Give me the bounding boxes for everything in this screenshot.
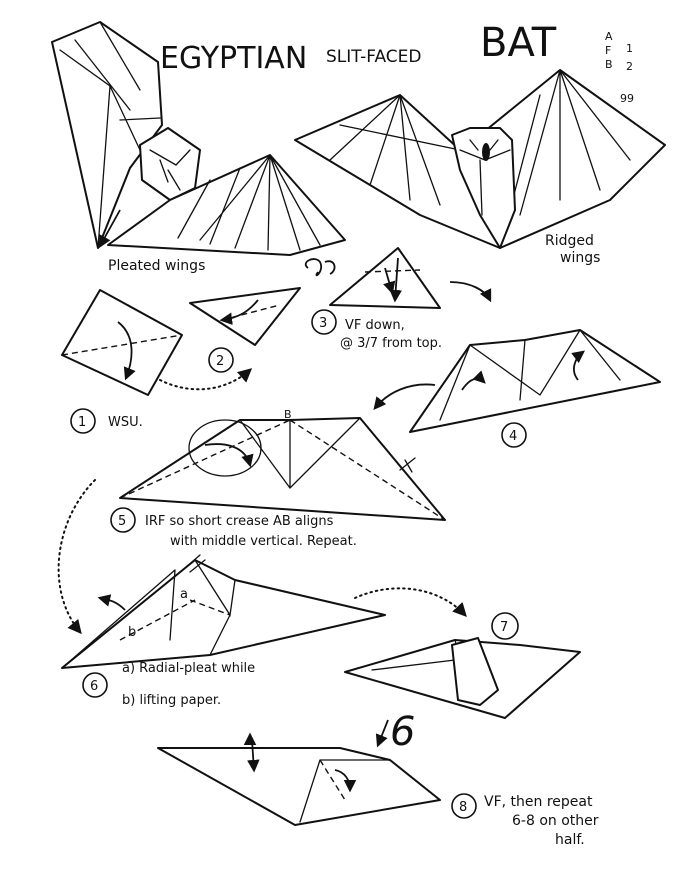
- bat-nose-mark: [482, 143, 490, 161]
- title-word-slit-faced: SLIT-FACED: [326, 47, 421, 67]
- transition-arrow-5-6: [59, 480, 95, 632]
- step-8-diagram: 8 VF, then repeat 6-8 on other half.: [158, 735, 599, 848]
- step-8-line2: 6-8 on other: [512, 813, 599, 829]
- step-4-diagram: 4: [410, 330, 660, 447]
- step-7-number: 7: [500, 620, 508, 635]
- step-8-line1: VF, then repeat: [484, 794, 593, 810]
- label-ridged: Ridged: [545, 233, 594, 249]
- point-label-b-lower: b: [128, 625, 136, 640]
- step-1-text: WSU.: [108, 415, 143, 430]
- step-7-diagram: 7: [345, 613, 580, 718]
- step-8-number: 8: [459, 800, 467, 815]
- point-label-b: B: [284, 408, 292, 421]
- ridged-wing-bat-drawing: Ridged wings: [295, 70, 665, 266]
- date-day: 1: [626, 42, 633, 55]
- date-month: 2: [626, 60, 633, 73]
- step-5-diagram: B 5 IRF so short crease AB aligns with m…: [111, 408, 445, 549]
- step-1-number: 1: [78, 415, 86, 430]
- big-six-label: 6: [390, 709, 415, 755]
- label-wings: wings: [560, 250, 600, 266]
- transition-arrow-4-5: [375, 384, 435, 408]
- step-8-line3: half.: [555, 832, 585, 848]
- label-pleated-wings: Pleated wings: [108, 258, 205, 274]
- step-2-number: 2: [216, 354, 224, 369]
- step-1-diagram: 1 WSU.: [62, 290, 182, 433]
- title-word-bat: BAT: [480, 20, 557, 66]
- step-6-line1: a) Radial-pleat while: [122, 661, 255, 676]
- point-label-a-lower: a: [180, 587, 188, 602]
- author-initial-b: B: [605, 58, 613, 71]
- title-word-egyptian: EGYPTIAN: [160, 41, 307, 76]
- date-year: 99: [620, 92, 634, 105]
- step-6-diagram: a b 6 a) Radial-pleat while b) lifting p…: [62, 555, 385, 708]
- step-6-number: 6: [90, 679, 98, 694]
- step-4-number: 4: [509, 429, 517, 444]
- author-initial-f: F: [605, 44, 611, 57]
- step-6-line2: b) lifting paper.: [122, 693, 221, 708]
- transition-arrow-1-2: [160, 370, 250, 389]
- turn-over-icon: [306, 259, 335, 275]
- author-initial-a: A: [605, 30, 613, 43]
- step-3-line2: @ 3/7 from top.: [340, 336, 442, 351]
- large-six-mark: 6: [378, 709, 415, 755]
- step-5-number: 5: [118, 514, 126, 529]
- step-5-line1: IRF so short crease AB aligns: [145, 514, 334, 529]
- step-5-line2: with middle vertical. Repeat.: [170, 534, 357, 549]
- transition-arrow-3-4: [450, 282, 490, 300]
- step-2-diagram: 2: [190, 288, 300, 372]
- step-3-diagram: 3 VF down, @ 3/7 from top.: [312, 248, 442, 351]
- step-3-line1: VF down,: [345, 318, 405, 333]
- step-3-number: 3: [319, 316, 327, 331]
